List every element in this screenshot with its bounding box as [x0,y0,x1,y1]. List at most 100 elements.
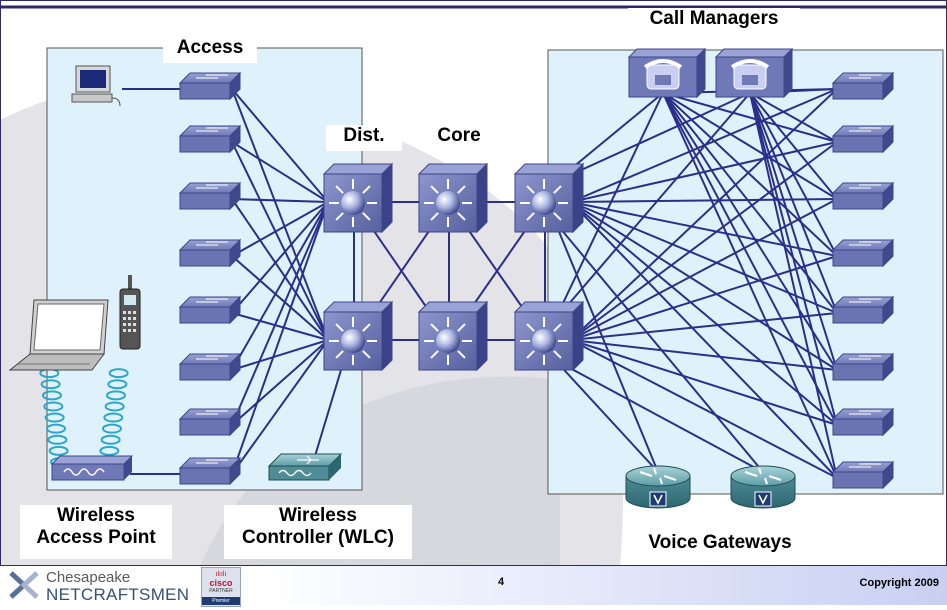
voice-gateway-icon [625,465,691,509]
network-link [231,255,329,341]
access-switch-icon [178,71,242,101]
network-link [554,359,764,473]
access-switch-icon [178,352,242,382]
page-number: 4 [498,576,505,588]
datacenter-distribution-switch-icon [513,162,585,234]
network-link [749,92,838,371]
network-link [749,92,838,479]
datacenter-switch-icon [831,352,895,382]
network-link [570,198,838,341]
network-link [570,201,838,314]
laptop-icon [8,299,109,371]
network-link [662,92,838,479]
call-manager-icon [627,47,707,99]
datacenter-switch-icon [831,181,895,211]
network-link [570,339,838,479]
distribution-switch-icon [322,162,394,234]
network-link [231,339,329,371]
network-link [554,92,751,321]
network-link [231,201,329,475]
network-link [311,359,345,467]
network-link [554,221,659,473]
wireless-ap-label: Wireless Access Point [20,505,172,559]
cisco-partner-text: PARTNER [209,588,233,594]
cisco-wordmark: cisco [209,578,233,588]
wireless-phone-icon [119,275,141,350]
network-link [662,92,838,143]
network-link [231,201,329,426]
datacenter-switch-icon [831,238,895,268]
pc-icon [71,65,121,107]
network-link [554,359,659,473]
datacenter-distribution-switch-icon [513,300,585,372]
footer-gradient-bar [260,566,947,605]
network-link [231,141,329,203]
access-switch-icon [178,238,242,268]
datacenter-switch-icon [831,460,895,490]
network-link [231,339,329,475]
network-link [570,339,838,371]
cisco-partner-level: Premier [202,597,240,605]
netcraftsmen-logo-icon [9,571,39,599]
wireless-ap-label-line1: Wireless [57,505,135,526]
brand-chesapeake: Chesapeake [46,569,131,586]
core-label: Core [421,125,497,151]
call-manager-icon [714,47,794,99]
call-managers-label: Call Managers [628,8,800,36]
datacenter-switch-icon [831,407,895,437]
network-link [231,201,329,314]
datacenter-switch-icon [831,71,895,101]
network-link [570,312,838,341]
wireless-access-point-icon [50,455,134,481]
network-link [231,198,329,203]
network-link [570,201,838,426]
network-link [231,201,329,257]
wlc-label-line1: Wireless [279,505,357,526]
datacenter-switch-icon [831,295,895,325]
access-switch-icon [178,456,242,486]
wlc-label-line2: Controller (WLC) [242,527,394,548]
wireless-ap-label-line2: Access Point [36,527,156,548]
access-switch-icon [178,407,242,437]
wlc-label: Wireless Controller (WLC) [224,505,412,559]
network-link [231,339,329,426]
access-switch-icon [178,181,242,211]
access-label: Access [163,37,257,63]
voice-gateways-label: Voice Gateways [628,532,812,560]
wireless-lan-controller-icon [267,453,343,481]
copyright: Copyright 2009 [859,577,939,589]
network-link [554,221,764,473]
network-link [570,201,838,257]
access-switch-icon [178,295,242,325]
network-link [662,92,838,371]
distribution-switch-icon [322,300,394,372]
core-switch-icon [417,162,489,234]
network-link [231,141,329,341]
network-link [749,92,838,257]
network-link [749,92,838,426]
network-link [749,92,838,314]
network-link [570,201,838,479]
network-link [231,88,329,341]
network-link [570,255,838,341]
cisco-bars-icon: ılıılı [215,571,227,578]
cisco-partner-logo: ılıılı cisco PARTNER Premier [201,567,241,607]
network-link [554,92,751,183]
network-link [749,92,838,200]
network-link [231,312,329,341]
datacenter-switch-icon [831,124,895,154]
network-link [231,198,329,341]
voice-gateway-icon [730,465,796,509]
network-link [749,92,838,143]
network-link [231,201,329,371]
core-switch-icon [417,300,489,372]
brand-netcraftsmen: NETCRAFTSMEN [46,585,190,604]
network-link [554,92,664,321]
dist-label: Dist. [326,125,402,151]
access-switch-icon [178,124,242,154]
network-link [231,88,329,203]
network-link [662,92,838,200]
network-link [570,339,838,426]
